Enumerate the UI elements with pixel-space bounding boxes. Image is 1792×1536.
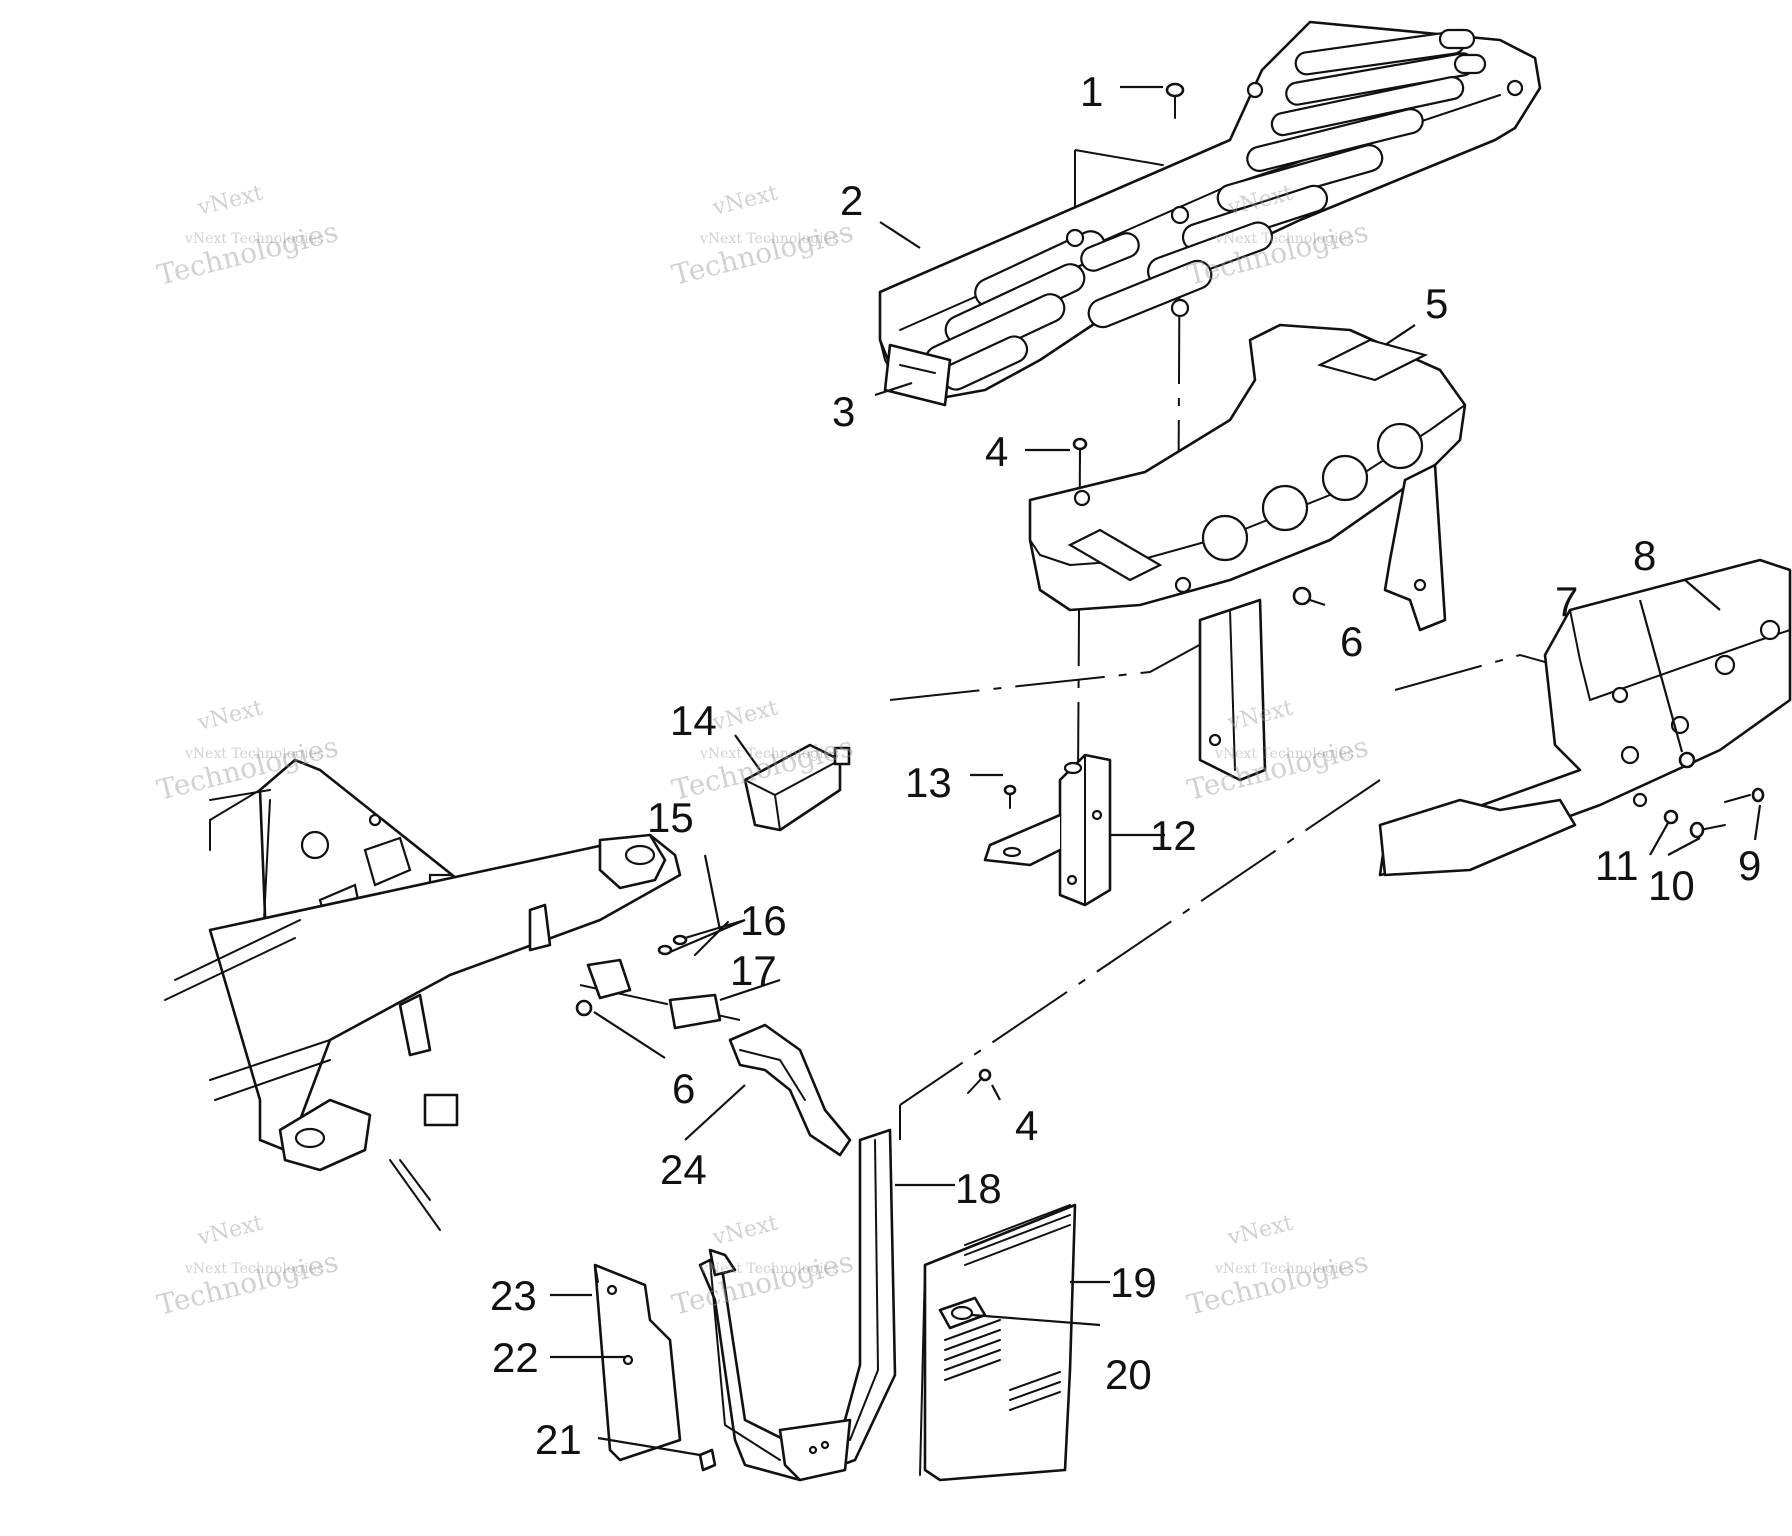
callout-6b: 6 [672, 1065, 695, 1112]
u-bracket [698, 1128, 897, 1482]
callout-19: 19 [1110, 1259, 1157, 1306]
rear-rack-top [878, 20, 1542, 402]
rear-rack-frame [1028, 323, 1467, 782]
callout-6: 6 [1340, 618, 1363, 665]
svg-text:Technologies: Technologies [154, 1245, 342, 1322]
leader-lines [550, 85, 1762, 1457]
svg-text:vNext Technologies: vNext Technologies [184, 1261, 324, 1277]
svg-text:vNext Technologies: vNext Technologies [699, 231, 839, 247]
svg-text:vNext: vNext [709, 696, 780, 736]
callout-15: 15 [647, 794, 694, 841]
mud-flap-texture [944, 1204, 1071, 1411]
svg-text:vNext Technologies: vNext Technologies [1214, 746, 1354, 762]
callout-22: 22 [492, 1334, 539, 1381]
mud-flap [919, 1203, 1077, 1482]
svg-text:Technologies: Technologies [154, 215, 342, 292]
vehicle-frame [164, 758, 682, 1231]
rear-bumper [1378, 558, 1792, 877]
hardware [575, 82, 1765, 1094]
svg-text:vNext Technologies: vNext Technologies [1214, 231, 1354, 247]
svg-text:vNext Technologies: vNext Technologies [699, 1261, 839, 1277]
svg-text:Technologies: Technologies [1184, 1245, 1372, 1322]
callout-4b: 4 [1015, 1102, 1038, 1149]
svg-text:vNext: vNext [709, 181, 780, 221]
callout-1: 1 [1080, 68, 1103, 115]
callout-5: 5 [1425, 280, 1448, 327]
rack-top-slots [924, 28, 1487, 391]
watermark: vNext vNext Technologies Technologies [1184, 1211, 1372, 1322]
svg-text:Technologies: Technologies [669, 215, 857, 292]
svg-text:vNext: vNext [194, 181, 265, 221]
svg-text:vNext Technologies: vNext Technologies [1214, 1261, 1354, 1277]
watermark: vNext vNext Technologies Technologies [154, 181, 342, 292]
callouts: 1 2 3 4 5 6 7 8 9 10 11 12 13 14 15 16 1… [490, 68, 1761, 1463]
callout-2: 2 [840, 177, 863, 224]
callout-18: 18 [955, 1165, 1002, 1212]
callout-10: 10 [1648, 862, 1695, 909]
callout-4: 4 [985, 428, 1008, 475]
side-plate [593, 1263, 717, 1472]
watermark: vNext vNext Technologies Technologies [669, 181, 857, 292]
svg-text:vNext: vNext [1224, 1211, 1295, 1251]
callout-11: 11 [1595, 842, 1639, 889]
callout-23: 23 [490, 1272, 537, 1319]
callout-17: 17 [730, 947, 777, 994]
side-rail [728, 1023, 852, 1157]
reflector [883, 343, 952, 407]
svg-text:vNext Technologies: vNext Technologies [184, 231, 324, 247]
watermark: vNext vNext Technologies Technologies [154, 1211, 342, 1322]
svg-text:vNext: vNext [194, 1211, 265, 1251]
callout-7: 7 [1555, 578, 1578, 625]
tail-light [743, 743, 851, 832]
callout-3: 3 [832, 388, 855, 435]
callout-14: 14 [670, 697, 717, 744]
svg-text:Technologies: Technologies [669, 1245, 857, 1322]
callout-20: 20 [1105, 1351, 1152, 1398]
svg-text:vNext: vNext [709, 1211, 780, 1251]
callout-16: 16 [740, 897, 787, 944]
svg-text:vNext Technologies: vNext Technologies [184, 746, 324, 762]
callout-13: 13 [905, 759, 952, 806]
svg-text:vNext Technologies: vNext Technologies [699, 746, 839, 762]
mount-bracket [983, 753, 1112, 907]
callout-8: 8 [1633, 532, 1656, 579]
svg-text:vNext: vNext [194, 696, 265, 736]
watermark: vNext vNext Technologies Technologies [669, 1211, 857, 1322]
callout-21: 21 [535, 1416, 582, 1463]
callout-24: 24 [660, 1146, 707, 1193]
callout-9: 9 [1738, 842, 1761, 889]
callout-12: 12 [1150, 812, 1197, 859]
